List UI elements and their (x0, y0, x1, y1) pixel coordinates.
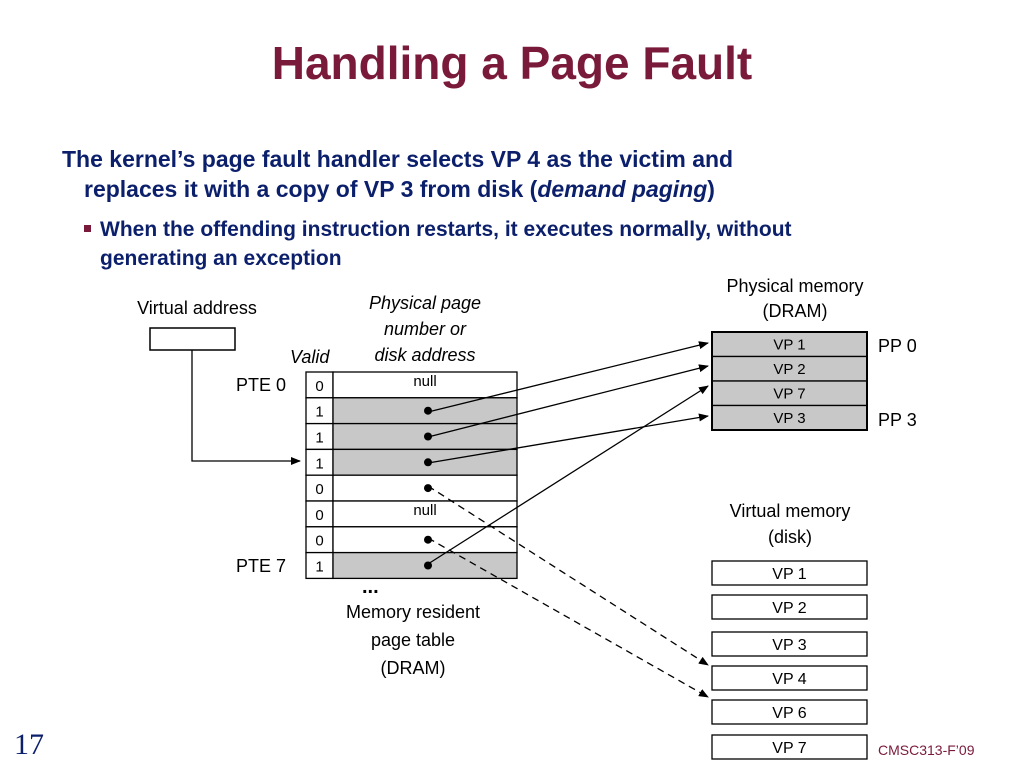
pointer-dot (424, 484, 432, 493)
disk-page (711, 560, 868, 586)
pte2-to-pp1-arrow (427, 364, 709, 438)
virtual-memory-disk: VP 1 VP 2 VP 3 VP 4 VP 6 VP 7 (711, 560, 868, 760)
ppn-header-line3: disk address (374, 345, 476, 365)
valid-cell (305, 526, 334, 554)
pointer-dot (424, 406, 432, 415)
main-bullet-line2-prefix: replaces it with a copy of VP 3 from dis… (84, 176, 538, 202)
page-table-row: 0 (305, 526, 518, 554)
pte0-label: PTE 0 (236, 375, 287, 395)
page-table-row: 1 (305, 448, 518, 476)
pointer-dot (424, 561, 432, 570)
pte1-to-pp0-arrow (427, 341, 709, 413)
disk-page (711, 631, 868, 657)
main-bullet-line2-suffix: ) (707, 176, 715, 202)
main-bullet: The kernel’s page fault handler selects … (62, 144, 962, 204)
disk-page-label: VP 6 (772, 705, 807, 722)
ppn-header: Physical page number or disk address (340, 290, 510, 368)
disk-page (711, 665, 868, 691)
disk-page-label: VP 2 (772, 600, 807, 617)
entry-text: null (413, 373, 436, 390)
disk-page (711, 594, 868, 620)
pte7-label: PTE 7 (236, 556, 287, 576)
valid-cell (305, 422, 334, 451)
page-table-row: 1 (305, 551, 518, 580)
valid-bit-text: 0 (315, 481, 323, 498)
ellipsis: ... (362, 576, 379, 598)
disk-page-label: VP 7 (772, 740, 807, 757)
ppn-header-line1: Physical page (368, 293, 482, 313)
page-table-row: 0 (305, 474, 518, 502)
pte4-to-disk-vp4-arrow (427, 485, 709, 666)
physical-page (711, 380, 868, 407)
pointer-dot (424, 535, 432, 544)
virtual-memory-title-line2: (disk) (768, 527, 812, 547)
disk-page-label: VP 1 (772, 566, 807, 583)
disk-page-label: VP 4 (772, 671, 807, 688)
valid-bit-text: 0 (315, 378, 323, 395)
pp0-label: PP 0 (878, 336, 917, 356)
valid-bit-text: 1 (315, 430, 323, 447)
main-bullet-line1: The kernel’s page fault handler selects … (62, 146, 734, 172)
virtual-address-box (149, 327, 236, 351)
valid-bit-text: 1 (315, 559, 323, 576)
entry-text: null (413, 502, 436, 519)
valid-bit-text: 0 (315, 533, 323, 550)
entry-cell (332, 371, 518, 399)
ppn-header-line2: number or (383, 319, 467, 339)
page-table-row: 1 (305, 422, 518, 451)
valid-bit-text: 0 (315, 507, 323, 524)
valid-bit-text: 1 (315, 404, 323, 421)
pte7-to-pp2-arrow (427, 385, 709, 565)
physical-page-label: VP 3 (773, 410, 805, 427)
sub-bullet-line2: generating an exception (100, 247, 342, 270)
page-table-row: 1 (305, 397, 518, 425)
disk-page-label: VP 3 (772, 637, 807, 654)
valid-cell (305, 371, 334, 399)
physical-memory-title-line2: (DRAM) (762, 301, 828, 321)
disk-page (711, 699, 868, 725)
page-table-row: 0 null (305, 500, 518, 528)
virtual-address-arrow (191, 350, 301, 465)
physical-memory-title-line1: Physical memory (726, 276, 864, 296)
pointer-dot (424, 458, 432, 467)
physical-memory: VP 1 VP 2 VP 7 VP 3 (711, 331, 868, 431)
course-code: CMSC313-F’09 (878, 742, 975, 758)
virtual-address-label: Virtual address (137, 298, 257, 318)
page-table-caption: Memory resident page table (DRAM) (318, 598, 508, 682)
slide-number: 17 (14, 728, 44, 761)
page-table-row: 0 null (305, 371, 518, 399)
physical-page-label: VP 2 (773, 361, 805, 378)
physical-page (711, 331, 868, 358)
square-bullet-icon (84, 224, 91, 232)
disk-page (711, 734, 868, 760)
sub-bullet-line1: When the offending instruction restarts,… (100, 218, 792, 241)
valid-header: Valid (290, 347, 330, 367)
main-bullet-line2: replaces it with a copy of VP 3 from dis… (62, 174, 962, 204)
page-table-caption-line3: (DRAM) (380, 658, 446, 678)
pte6-to-disk-vp6-arrow (427, 537, 709, 698)
page-table-caption-line1: Memory resident (345, 602, 481, 622)
physical-memory-outline (711, 331, 868, 431)
page-table-caption-line2: page table (370, 630, 456, 650)
virtual-memory-title: Virtual memory (disk) (700, 498, 880, 550)
virtual-memory-title-line1: Virtual memory (729, 501, 851, 521)
valid-bit-text: 1 (315, 455, 323, 472)
physical-memory-title: Physical memory (DRAM) (700, 274, 890, 324)
pp3-label: PP 3 (878, 410, 917, 430)
demand-paging-emphasis: demand paging (537, 176, 708, 202)
pte3-to-pp3-arrow (427, 413, 709, 464)
physical-page-label: VP 7 (773, 385, 805, 402)
slide-title: Handling a Page Fault (271, 37, 753, 89)
physical-page-label: VP 1 (773, 336, 805, 353)
valid-cell (305, 474, 334, 502)
sub-bullet: When the offending instruction restarts,… (84, 215, 964, 273)
page-table: 0 null 1 1 1 0 0 null 0 1 (305, 371, 518, 580)
